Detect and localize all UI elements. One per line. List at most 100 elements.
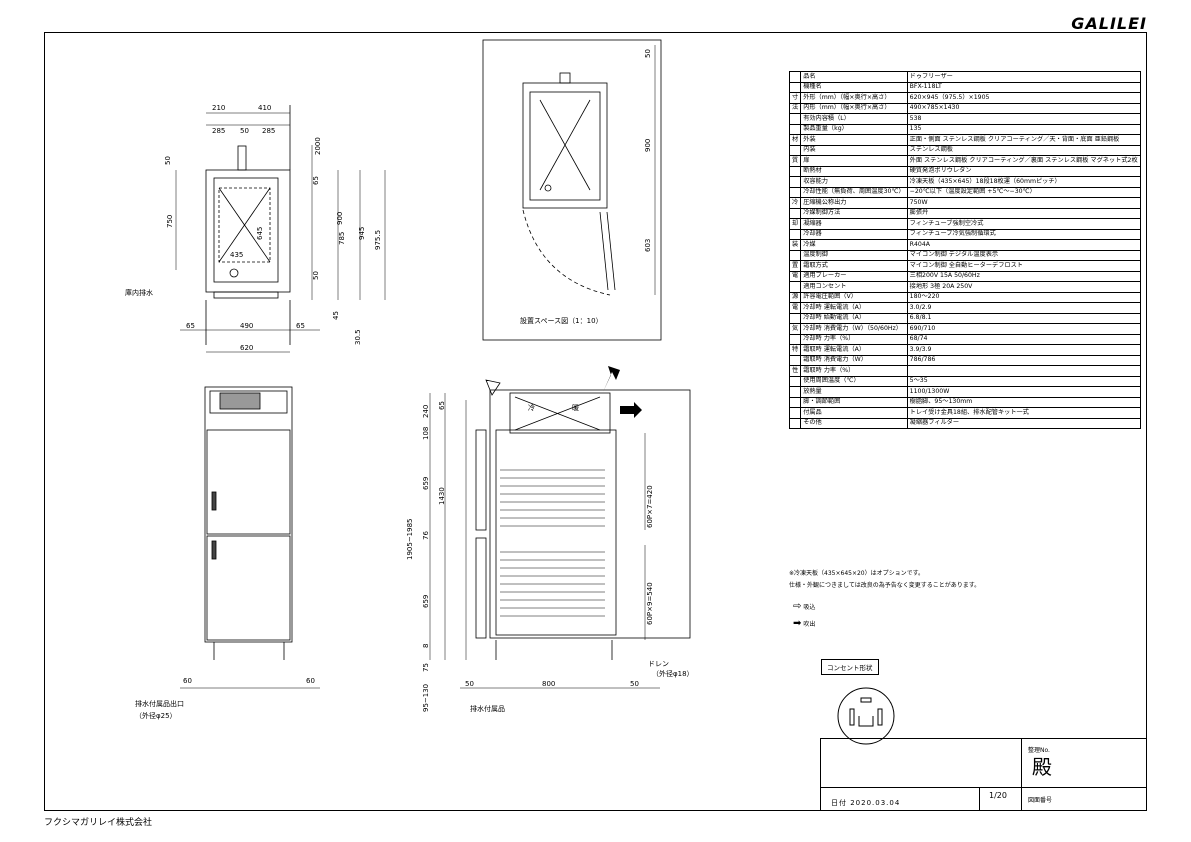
dim-435: 435 xyxy=(230,251,243,259)
dim-60-left: 60 xyxy=(183,677,192,685)
spec-value: 三相200V 15A 50/60Hz xyxy=(906,270,1141,282)
spec-value: 外面 ステンレス鋼板 クリアコーティング／裏面 ステンレス鋼板 マグネット式2枚 xyxy=(906,155,1141,167)
spec-label: 霜取時 消費電力（W） xyxy=(800,354,908,366)
company-name: フクシマガリレイ株式会社 xyxy=(44,818,153,828)
side-dim-95-130: 95~130 xyxy=(422,684,430,712)
spec-value: 樹脂脚、95〜130mm xyxy=(906,396,1141,408)
spec-group xyxy=(788,176,802,188)
side-dim-65: 65 xyxy=(438,401,446,410)
outline-arrow-icon: ⇨ xyxy=(793,601,802,612)
spec-value: 5〜35 xyxy=(906,375,1141,387)
spec-label: 有効内容積（L） xyxy=(800,113,908,125)
spec-group xyxy=(788,249,802,261)
spec-label: 温度制御 xyxy=(800,249,908,261)
spec-label: 冷却時 力率（%） xyxy=(800,333,908,345)
spec-value: 硬質発泡ポリウレタン xyxy=(906,165,1141,177)
spec-group: 気 xyxy=(788,323,802,335)
drain-accessories-label: 排水付属品 xyxy=(470,704,505,713)
spec-value: ドゥフリーザー xyxy=(906,71,1141,83)
spec-group xyxy=(788,186,802,198)
dim-620: 620 xyxy=(240,344,253,352)
spec-label: 冷媒 xyxy=(800,239,908,251)
spec-group xyxy=(788,407,802,419)
spec-row: 適用コンセント接地形 3極 20A 250V xyxy=(788,281,1141,293)
spec-value: BFX-118LT xyxy=(906,81,1141,93)
dim-945: 945 xyxy=(358,227,366,240)
spec-label: 冷却時 運転電流（A） xyxy=(800,302,908,314)
spec-group xyxy=(788,281,802,293)
dim-645: 645 xyxy=(256,227,264,240)
spec-row: 断熱材硬質発泡ポリウレタン xyxy=(788,165,1141,177)
spec-group: 装 xyxy=(788,239,802,251)
spec-row: 付属品トレイ受け金具18組、排水配管キット一式 xyxy=(788,407,1141,419)
install-space-label: 設置スペース図（1：10） xyxy=(520,316,603,325)
spec-label: 断熱材 xyxy=(800,165,908,177)
spec-group: 電 xyxy=(788,270,802,282)
spec-row: 却凝縮器フィンチューブ強制空冷式 xyxy=(788,218,1141,230)
spec-group xyxy=(788,312,802,324)
spec-row: 冷媒制御方法膨張弁 xyxy=(788,207,1141,219)
spec-label: 適用ブレーカー xyxy=(800,270,908,282)
spec-group: 電 xyxy=(788,302,802,314)
dim-65-left: 65 xyxy=(186,322,195,330)
install-dim-603: 603 xyxy=(644,239,652,252)
spec-label: 機種名 xyxy=(800,81,908,93)
spec-label: 付属品 xyxy=(800,407,908,419)
spec-row: 脚・調節範囲樹脂脚、95〜130mm xyxy=(788,396,1141,408)
spec-label: 凝縮器 xyxy=(800,218,908,230)
install-space-view xyxy=(482,39,662,341)
brand-logo: GALILEI xyxy=(1071,14,1147,33)
plug-outlet-icon xyxy=(837,687,895,745)
dim-285b: 285 xyxy=(262,127,275,135)
spec-row: 気冷却時 消費電力（W）（50/60Hz）690/710 xyxy=(788,323,1141,335)
spec-label: 冷却時 消費電力（W）（50/60Hz） xyxy=(800,323,908,335)
spec-group xyxy=(788,228,802,240)
spec-row: その他凝縮器フィルター xyxy=(788,417,1141,429)
dim-50b: 50 xyxy=(164,156,172,165)
spec-row: 冷却時 始動電流（A）6.8/8.1 xyxy=(788,312,1141,324)
spec-row: 質扉外面 ステンレス鋼板 クリアコーティング／裏面 ステンレス鋼板 マグネット式… xyxy=(788,155,1141,167)
dim-30-5: 30.5 xyxy=(354,329,362,345)
spec-value: 冷凍天板（435×645）18段18枚運（60mmピッチ） xyxy=(906,176,1141,188)
dim-50a: 50 xyxy=(240,127,249,135)
side-dim-659b: 659 xyxy=(422,595,430,608)
dim-50c: 50 xyxy=(312,271,320,280)
spec-label: 内形（mm）（幅×奥行×高さ） xyxy=(800,102,908,114)
dim-45: 45 xyxy=(332,311,340,320)
plug-title: コンセント形状 xyxy=(821,659,879,675)
dim-2000: 2000 xyxy=(314,137,322,155)
spec-row: 冷却時 力率（%）68/74 xyxy=(788,333,1141,345)
spec-label: その他 xyxy=(800,417,908,429)
spec-group xyxy=(788,144,802,156)
spec-group xyxy=(788,354,802,366)
spec-value: R404A xyxy=(906,239,1141,251)
spec-label: 冷却性能（無負荷、周囲温度30℃） xyxy=(800,186,908,198)
spec-value: 135 xyxy=(906,123,1141,135)
spec-row: 寸外形（mm）（幅×奥行×高さ）620×945（975.5）×1905 xyxy=(788,92,1141,104)
spec-label: 許容電圧範囲（V） xyxy=(800,291,908,303)
spec-value: 620×945（975.5）×1905 xyxy=(906,92,1141,104)
spec-group: 材 xyxy=(788,134,802,146)
spec-value: マイコン制御 全自動ヒーターデフロスト xyxy=(906,260,1141,272)
spec-label: 圧縮機公称出力 xyxy=(800,197,908,209)
dim-65a: 65 xyxy=(312,176,320,185)
drawing-frame xyxy=(44,32,1147,811)
spec-value: 正面・側面 ステンレス鋼板 クリアコーティング／天・背面・底面 亜鉛鋼板 xyxy=(906,134,1141,146)
spec-row: 材外装正面・側面 ステンレス鋼板 クリアコーティング／天・背面・底面 亜鉛鋼板 xyxy=(788,134,1141,146)
spec-group xyxy=(788,207,802,219)
spec-group: 置 xyxy=(788,260,802,272)
side-dim-50-left: 50 xyxy=(465,680,474,688)
drain-accessory-outlet-label: 排水付属品出口 xyxy=(135,699,184,708)
legend-intake: ⇨ 吸込 xyxy=(793,601,816,612)
spec-value: 3.9/3.9 xyxy=(906,344,1141,356)
airflow-legend: ⇨ 吸込 ➡ 吹出 xyxy=(793,599,815,633)
spec-row: 品名ドゥフリーザー xyxy=(788,71,1141,83)
spec-value: 180〜220 xyxy=(906,291,1141,303)
dimension-lines xyxy=(175,45,660,689)
dim-285: 285 xyxy=(212,127,225,135)
front-view xyxy=(205,105,291,345)
spec-group: 特 xyxy=(788,344,802,356)
spec-label: 適用コンセント xyxy=(800,281,908,293)
